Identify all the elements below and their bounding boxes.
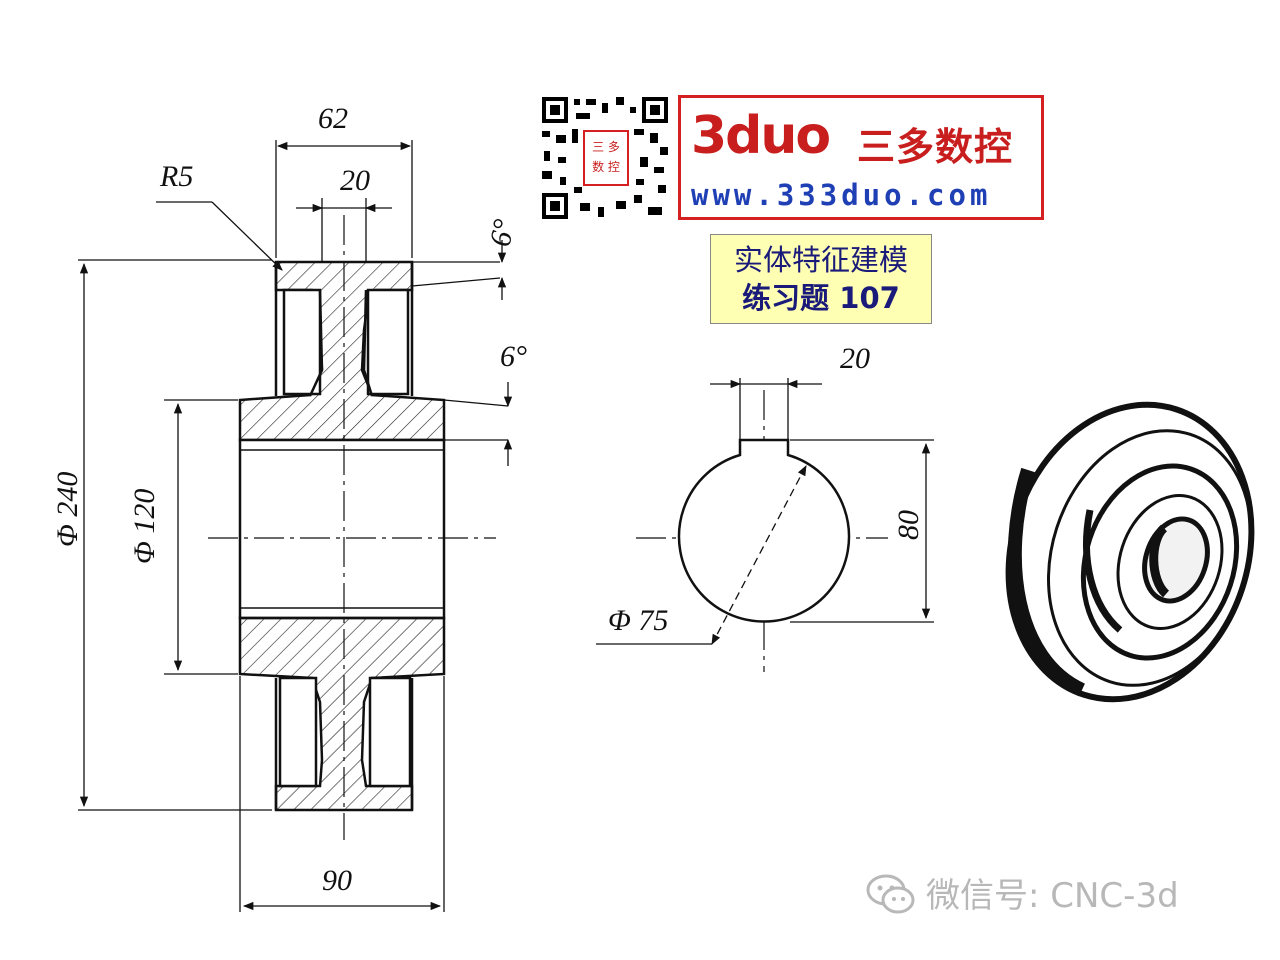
qr-caption-line2: 数 控 bbox=[592, 159, 620, 174]
title-line2: 练习题 107 bbox=[742, 281, 900, 315]
dim-62: 62 bbox=[318, 102, 348, 135]
title-line1: 实体特征建模 bbox=[733, 243, 908, 277]
dim-phi75: Φ 75 bbox=[608, 604, 668, 637]
brand-name: 三多数控 bbox=[857, 125, 1014, 169]
wechat-watermark: 微信号: CNC-3d bbox=[926, 876, 1179, 916]
bottom-hub-section bbox=[238, 616, 446, 812]
dim-keyway-20: 20 bbox=[840, 342, 870, 375]
end-view-dimensions bbox=[596, 378, 934, 645]
bore-with-keyway bbox=[677, 438, 851, 623]
top-rim-section bbox=[238, 260, 446, 442]
isometric-view bbox=[1005, 401, 1255, 703]
bottom-left-flange-window bbox=[278, 676, 318, 788]
dim-90: 90 bbox=[322, 864, 352, 897]
wechat-icon bbox=[866, 874, 915, 914]
brand-logo: 3duo bbox=[691, 106, 831, 166]
brand-banner: 3duo 三多数控 www.333duo.com bbox=[678, 95, 1044, 220]
dim-80: 80 bbox=[892, 510, 925, 540]
brand-url: www.333duo.com bbox=[691, 178, 992, 212]
exercise-title: 实体特征建模 练习题 107 bbox=[710, 234, 932, 324]
top-left-flange-window bbox=[282, 288, 322, 396]
brand-logo-text: 3duo bbox=[691, 106, 831, 166]
dim-r5: R5 bbox=[159, 160, 193, 193]
top-right-flange-window bbox=[366, 288, 410, 396]
dim-phi120: Φ 120 bbox=[128, 489, 161, 564]
bottom-right-flange-window bbox=[368, 676, 412, 788]
dim-6deg-mid: 6° bbox=[500, 340, 527, 373]
dim-20-top: 20 bbox=[340, 164, 370, 197]
hub-bore bbox=[238, 438, 446, 620]
qr-code: 三 多 数 控 bbox=[540, 95, 670, 221]
section-dimensions bbox=[78, 140, 513, 912]
qr-caption-line1: 三 多 bbox=[592, 140, 620, 154]
dim-phi240: Φ 240 bbox=[51, 472, 84, 547]
section-view bbox=[238, 260, 446, 812]
end-view bbox=[677, 438, 851, 623]
dim-6deg-top: 6° bbox=[484, 217, 521, 249]
